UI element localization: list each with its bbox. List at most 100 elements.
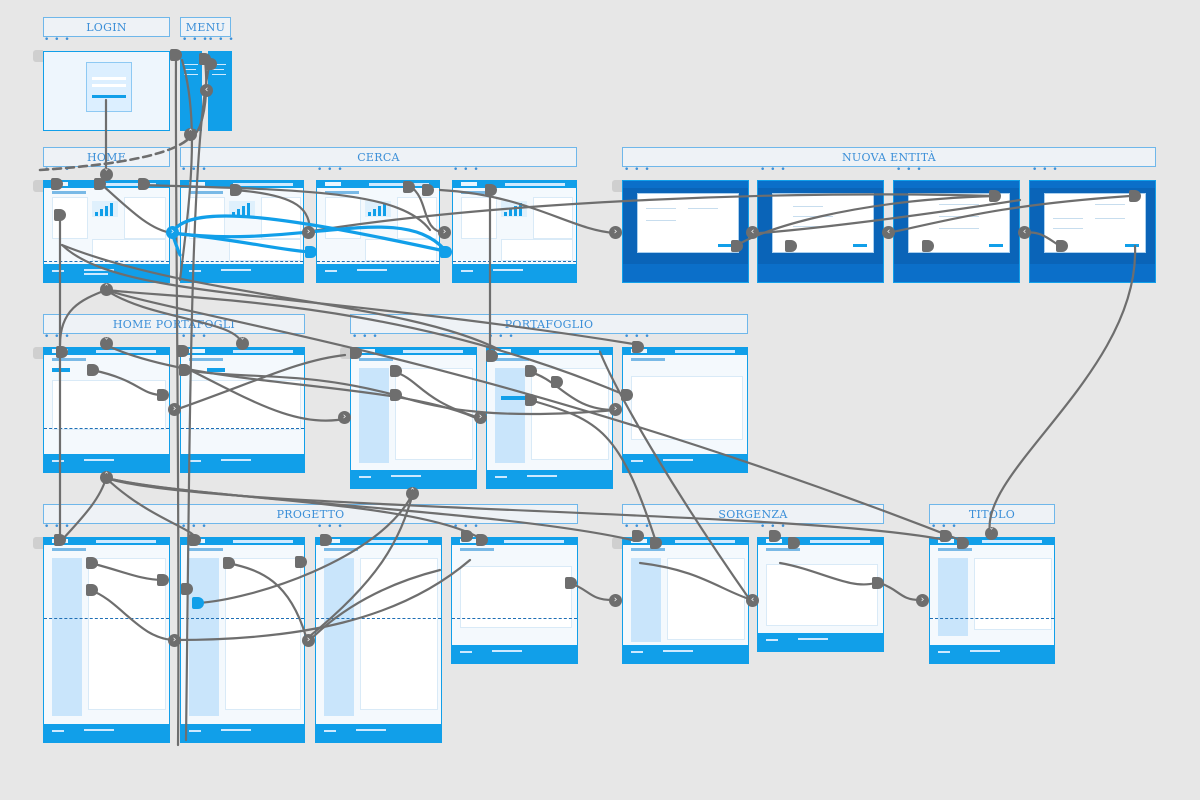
artboard-menu-dots[interactable]: • • • xyxy=(44,165,71,175)
section-label-menu[interactable]: MENU xyxy=(180,17,231,37)
artboard-menu-dots[interactable]: • • • xyxy=(181,522,208,532)
artboard-progetto-2[interactable] xyxy=(180,537,305,743)
chevron-down-icon[interactable]: ˇ xyxy=(236,337,249,350)
artboard-menu-dots[interactable]: • • • xyxy=(352,332,379,342)
section-label-cerca[interactable]: CERCA xyxy=(180,147,577,167)
section-label-sorgenza[interactable]: SORGENZA xyxy=(622,504,884,524)
artboard-menu-dots[interactable]: • • • xyxy=(181,165,208,175)
link-hotspot[interactable] xyxy=(525,394,537,406)
artboard-menu-dots[interactable]: • • • xyxy=(44,35,71,45)
link-hotspot[interactable] xyxy=(56,346,68,358)
chevron-right-icon[interactable]: › xyxy=(609,226,622,239)
artboard-menu-dots[interactable]: • • • xyxy=(453,165,480,175)
artboard-cerca-2[interactable] xyxy=(316,180,440,283)
chevron-down-icon[interactable]: ˇ xyxy=(985,527,998,540)
section-label-home[interactable]: HOME xyxy=(43,147,170,167)
link-hotspot[interactable] xyxy=(177,345,189,357)
section-label-home-portafogli[interactable]: HOME PORTAFOGLI xyxy=(43,314,305,334)
link-hotspot[interactable] xyxy=(769,530,781,542)
artboard-menu-dots[interactable]: • • • xyxy=(760,165,787,175)
link-hotspot[interactable] xyxy=(989,190,1001,202)
chevron-left-icon[interactable]: ‹ xyxy=(882,226,895,239)
link-hotspot[interactable] xyxy=(350,347,362,359)
artboard-menu-dots[interactable]: • • • xyxy=(181,332,208,342)
link-hotspot[interactable] xyxy=(872,577,884,589)
link-hotspot[interactable] xyxy=(179,364,191,376)
artboard-home-portafogli-1[interactable] xyxy=(43,347,170,473)
chevron-right-icon[interactable]: › xyxy=(302,226,315,239)
chevron-left-icon[interactable]: ‹ xyxy=(200,84,213,97)
chevron-right-icon[interactable]: › xyxy=(474,411,487,424)
artboard-menu-dots[interactable]: • • • xyxy=(1032,165,1059,175)
section-label-portafoglio[interactable]: PORTAFOGLIO xyxy=(350,314,748,334)
link-hotspot[interactable] xyxy=(650,537,662,549)
link-hotspot[interactable] xyxy=(230,184,242,196)
chevron-left-icon[interactable]: ‹ xyxy=(746,226,759,239)
chevron-right-icon[interactable]: › xyxy=(438,226,451,239)
section-label-nuova-entita[interactable]: NUOVA ENTITÀ xyxy=(622,147,1156,167)
chevron-up-icon[interactable]: ˆ xyxy=(100,283,113,296)
link-hotspot[interactable] xyxy=(223,557,235,569)
artboard-menu-dots[interactable]: • • • xyxy=(624,332,651,342)
link-hotspot[interactable] xyxy=(476,534,488,546)
link-hotspot[interactable] xyxy=(189,534,201,546)
chevron-right-icon[interactable]: › xyxy=(168,634,181,647)
chevron-right-icon[interactable]: › xyxy=(166,226,179,239)
link-hotspot-active[interactable] xyxy=(440,246,452,258)
link-hotspot[interactable] xyxy=(390,365,402,377)
link-hotspot[interactable] xyxy=(320,534,332,546)
artboard-sorgenza-2[interactable] xyxy=(757,537,884,652)
artboard-progetto-3[interactable] xyxy=(315,537,442,743)
link-hotspot[interactable] xyxy=(51,178,63,190)
link-hotspot[interactable] xyxy=(138,178,150,190)
artboard-menu-dots[interactable]: • • • xyxy=(624,165,651,175)
artboard-home-portafogli-2[interactable] xyxy=(180,347,305,473)
artboard-nuova-entita-2[interactable] xyxy=(757,180,884,283)
link-hotspot[interactable] xyxy=(86,584,98,596)
chevron-right-icon[interactable]: › xyxy=(916,594,929,607)
link-hotspot[interactable] xyxy=(551,376,563,388)
link-hotspot[interactable] xyxy=(54,209,66,221)
link-hotspot[interactable] xyxy=(403,181,415,193)
chevron-right-icon[interactable]: › xyxy=(609,403,622,416)
link-hotspot[interactable] xyxy=(1129,190,1141,202)
artboard-progetto-1[interactable] xyxy=(43,537,170,743)
artboard-home[interactable] xyxy=(43,180,170,283)
chevron-right-icon[interactable]: › xyxy=(609,594,622,607)
link-hotspot-active[interactable] xyxy=(192,597,204,609)
chevron-right-icon[interactable]: › xyxy=(302,634,315,647)
chevron-up-icon[interactable]: ˆ xyxy=(184,128,197,141)
link-hotspot[interactable] xyxy=(170,49,182,61)
link-hotspot[interactable] xyxy=(957,537,969,549)
link-hotspot[interactable] xyxy=(621,389,633,401)
chevron-down-icon[interactable]: ˇ xyxy=(100,168,113,181)
artboard-menu-dots[interactable]: • • • xyxy=(182,35,209,45)
chevron-up-icon[interactable]: ˆ xyxy=(406,487,419,500)
link-hotspot[interactable] xyxy=(205,58,217,70)
section-label-titolo[interactable]: TITOLO xyxy=(929,504,1055,524)
link-hotspot[interactable] xyxy=(486,350,498,362)
link-hotspot[interactable] xyxy=(565,577,577,589)
link-hotspot[interactable] xyxy=(632,530,644,542)
link-hotspot[interactable] xyxy=(788,537,800,549)
artboard-menu-dots[interactable]: • • • xyxy=(208,35,235,45)
artboard-menu-dots[interactable]: • • • xyxy=(44,522,71,532)
artboard-menu-dots[interactable]: • • • xyxy=(317,165,344,175)
link-hotspot[interactable] xyxy=(295,556,307,568)
link-hotspot-active[interactable] xyxy=(305,246,317,258)
link-hotspot[interactable] xyxy=(87,364,99,376)
link-hotspot[interactable] xyxy=(922,240,934,252)
artboard-menu-dots[interactable]: • • • xyxy=(44,332,71,342)
chevron-up-icon[interactable]: ˆ xyxy=(100,471,113,484)
link-hotspot[interactable] xyxy=(940,530,952,542)
chevron-left-icon[interactable]: ‹ xyxy=(1018,226,1031,239)
artboard-portafoglio-1[interactable] xyxy=(350,347,477,489)
link-hotspot[interactable] xyxy=(461,530,473,542)
link-hotspot[interactable] xyxy=(157,389,169,401)
link-hotspot[interactable] xyxy=(181,583,193,595)
artboard-menu-dots[interactable]: • • • xyxy=(488,332,515,342)
artboard-portafoglio-2[interactable] xyxy=(486,347,613,489)
chevron-down-icon[interactable]: ˇ xyxy=(100,337,113,350)
artboard-cerca-3[interactable] xyxy=(452,180,577,283)
artboard-login[interactable] xyxy=(43,51,170,131)
